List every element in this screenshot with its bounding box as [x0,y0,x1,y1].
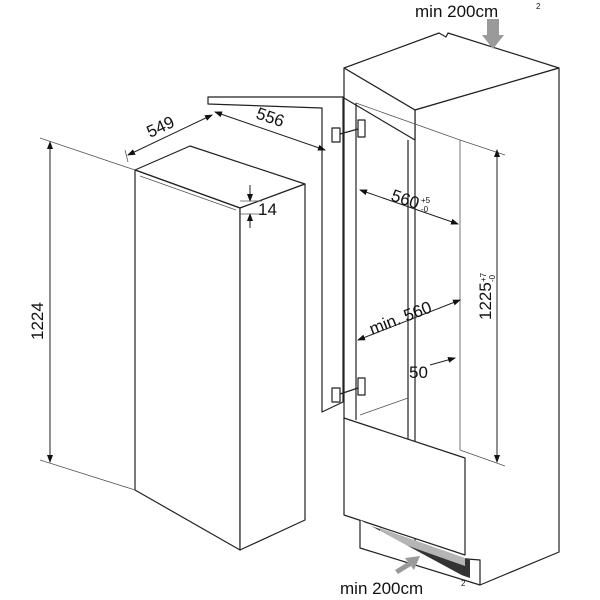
depth-label: 549 [144,112,178,141]
cabinet-front-top [343,67,416,141]
niche-width-tol-plus: +5 [421,196,431,205]
vent-bottom-arrow-icon [395,556,420,574]
appliance-side [239,183,306,551]
cabinet [343,32,560,586]
appliance [134,96,344,551]
niche-height-tol-plus: +7 [479,272,488,282]
door-offset-label: 14 [258,200,277,219]
vent-top-label: min 200cm [415,2,498,21]
hinge-bottom [331,377,366,403]
appliance-open-door [207,96,344,413]
vent-bottom-sup: 2 [461,579,466,588]
vent-bottom-label: min 200cm [340,579,423,598]
niche-width-tol-minus: -0 [421,205,429,214]
hinge-top [331,119,366,143]
cabinet-lower-door [343,417,466,556]
niche-height-label: 1225 [476,282,495,320]
gap-label: 50 [409,363,428,382]
niche-height-tol-minus: -0 [488,274,497,282]
height-label: 1224 [28,302,47,340]
vent-top-arrow-icon [482,19,504,49]
vent-top-sup: 2 [536,2,541,11]
dimension-lines [39,111,506,491]
appliance-front [134,169,241,551]
